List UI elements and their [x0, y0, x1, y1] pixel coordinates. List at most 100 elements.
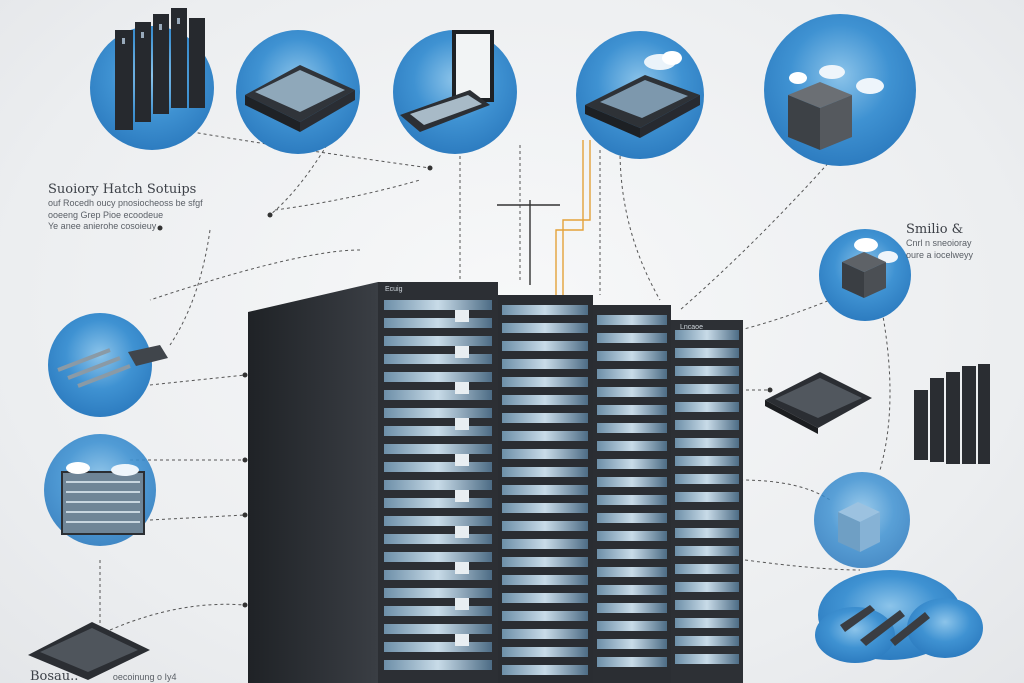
- rack-slot: [502, 557, 588, 567]
- rack-slot: [502, 359, 588, 369]
- rack-slot: [384, 408, 492, 418]
- connector-line: [744, 559, 861, 571]
- bubble-glass-cube: [814, 472, 910, 568]
- rack-slot: [675, 456, 739, 466]
- rack-slot: [502, 449, 588, 459]
- rack-slot: [502, 611, 588, 621]
- flat-server-device: [28, 622, 150, 680]
- rack-slot: [597, 333, 667, 343]
- rack-slot: [502, 647, 588, 657]
- rack-slot: [597, 495, 667, 505]
- connector-line: [739, 299, 831, 331]
- rack-label: Lncaoe: [680, 324, 703, 331]
- rack-slot: [675, 384, 739, 394]
- rack-slot: [502, 431, 588, 441]
- connector-line: [109, 603, 246, 631]
- rack-slot: [502, 377, 588, 387]
- rack-slot: [502, 323, 588, 333]
- connector-line: [179, 129, 431, 169]
- bottom-caption: Bosau.. oecoinung o Iy4: [30, 666, 230, 683]
- bubble-storage-array: [90, 8, 214, 150]
- rack-slot: [597, 441, 667, 451]
- rack-slot: [384, 552, 492, 562]
- connector-line: [169, 229, 211, 346]
- rack-slot: [502, 629, 588, 639]
- rack-slot: [597, 549, 667, 559]
- rack-slot: [675, 510, 739, 520]
- rack-slot: [384, 606, 492, 616]
- connector-dots: [157, 165, 773, 608]
- drive-handle: [455, 454, 469, 466]
- rack-slot: [384, 426, 492, 436]
- bottom-caption-title: Bosau..: [30, 669, 79, 683]
- rack-slot: [384, 372, 492, 382]
- bubble-cloud-box: [764, 14, 916, 166]
- rack-slot: [597, 459, 667, 469]
- rack-slot: [675, 474, 739, 484]
- rack-slot: [384, 570, 492, 580]
- rack-slot: [675, 330, 739, 340]
- rack-slot: [675, 564, 739, 574]
- rack-slot: [597, 513, 667, 523]
- blade-storage: [914, 364, 990, 464]
- drive-handle: [455, 490, 469, 502]
- right-caption-title: Smilio &: [906, 222, 964, 237]
- connector-line: [619, 149, 661, 301]
- rack-slots: [384, 300, 739, 675]
- rack-slot: [597, 639, 667, 649]
- right-caption-line: Cnrl n sneoioray: [906, 238, 972, 249]
- drive-handle: [455, 418, 469, 430]
- network-switch-device: [765, 372, 872, 434]
- rack-slot: [597, 405, 667, 415]
- rack-slot: [502, 665, 588, 675]
- rack-slot: [597, 369, 667, 379]
- cables: [497, 140, 591, 300]
- rack-slot: [675, 636, 739, 646]
- bottom-caption-line: oecoinung o Iy4: [112, 672, 177, 682]
- drive-handle: [455, 634, 469, 646]
- drive-handle: [455, 346, 469, 358]
- rack-slot: [384, 516, 492, 526]
- bubble-tape-drive: [44, 434, 156, 546]
- rack-slot: [502, 413, 588, 423]
- rack-slot: [502, 485, 588, 495]
- rack-slot: [597, 531, 667, 541]
- rack-slot: [502, 539, 588, 549]
- rack-slot: [384, 300, 492, 310]
- rack-slot: [597, 567, 667, 577]
- rack-slot: [597, 423, 667, 433]
- left-caption-title: Suoiory Hatch Sotuips: [48, 182, 197, 197]
- rack-slot: [675, 402, 739, 412]
- drive-handle: [455, 562, 469, 574]
- rack-slot: [502, 467, 588, 477]
- cloud-parts: [815, 570, 983, 663]
- bubble-open-server: [393, 30, 517, 154]
- rack-slot: [384, 534, 492, 544]
- rack-slot: [597, 585, 667, 595]
- bubble-cloud-cube: [819, 229, 911, 321]
- left-caption: Suoiory Hatch Sotuips ouf Rocedh oucy pn…: [48, 182, 218, 232]
- rack-slot: [597, 621, 667, 631]
- rack-slot: [675, 654, 739, 664]
- connector-line: [149, 249, 361, 301]
- bubble-server-drawer: [236, 30, 360, 154]
- rack-slot: [384, 642, 492, 652]
- rack-slot: [384, 390, 492, 400]
- rack-slot: [502, 521, 588, 531]
- rack-slot: [597, 351, 667, 361]
- server-rack: [248, 282, 743, 683]
- right-caption: Smilio & Cnrl n sneoioray oure a iocelwe…: [906, 222, 1016, 261]
- rack-slot: [675, 492, 739, 502]
- rack-slot: [384, 588, 492, 598]
- rack-slot: [384, 462, 492, 472]
- rack-slot: [675, 348, 739, 358]
- rack-slot: [675, 420, 739, 430]
- rack-slot: [384, 498, 492, 508]
- rack-slot: [384, 480, 492, 490]
- left-caption-line: ooeeng Grep Pioe ecoodeue: [48, 209, 164, 220]
- drive-handle: [455, 598, 469, 610]
- rack-slot: [502, 593, 588, 603]
- rack-slot: [597, 315, 667, 325]
- rack-slot: [384, 354, 492, 364]
